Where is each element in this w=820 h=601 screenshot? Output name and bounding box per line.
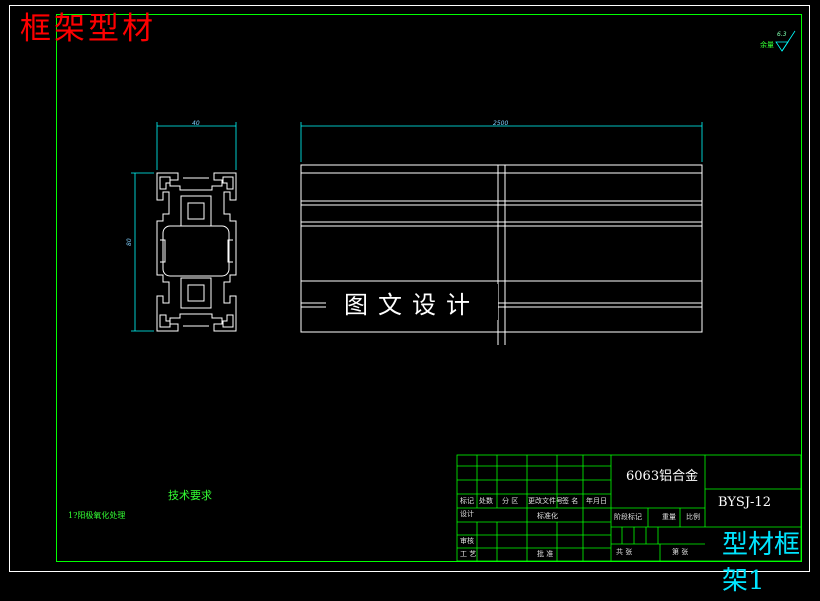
side-view-dimensions: [300, 122, 703, 162]
material-label: 6063铝合金: [626, 469, 699, 484]
part-name-line1: 型材框: [722, 530, 801, 560]
tb-stage-mark: 阶段标记: [614, 513, 642, 521]
sheet-outer-border: [9, 5, 810, 572]
tb-standard: 标准化: [537, 512, 558, 520]
tech-requirements-title: 技术要求: [168, 489, 212, 502]
watermark-text: 图文设计: [326, 284, 498, 320]
tb-change-doc: 更改文件号: [528, 497, 563, 505]
tb-count: 处数: [479, 497, 493, 505]
tb-sign: 签 名: [562, 497, 579, 505]
profile-cross-section: [156, 172, 237, 332]
roughness-value: 6.3: [777, 31, 787, 38]
tb-scale: 比例: [686, 513, 700, 521]
tb-sheet-no: 第 张: [672, 548, 689, 556]
tb-weight: 重量: [662, 513, 676, 521]
tb-mark: 标记: [460, 497, 474, 505]
tb-process: 工 艺: [460, 550, 477, 558]
drawing-title: 框架型材: [20, 11, 156, 47]
tech-requirement-item: 1?阳极氧化处理: [68, 511, 126, 520]
tb-design: 设计: [460, 510, 474, 518]
drawing-frame: [56, 14, 802, 562]
tb-zone: 分 区: [502, 497, 519, 505]
part-name-line2: 架1: [722, 566, 765, 596]
cross-section-dimensions: [131, 122, 237, 332]
roughness-note: 余量: [760, 41, 774, 49]
dim-length-label: 2500: [493, 120, 509, 127]
tb-date: 年月日: [586, 497, 607, 505]
tb-sheets-total: 共 张: [616, 548, 633, 556]
roughness-symbol: [775, 30, 796, 52]
tb-review: 审核: [460, 537, 474, 545]
title-block: [456, 454, 802, 562]
dim-height-label: 80: [126, 238, 133, 246]
tb-approve: 批 准: [537, 550, 554, 558]
drawing-number: BYSJ-12: [718, 495, 771, 510]
dim-width-label: 40: [192, 120, 200, 127]
